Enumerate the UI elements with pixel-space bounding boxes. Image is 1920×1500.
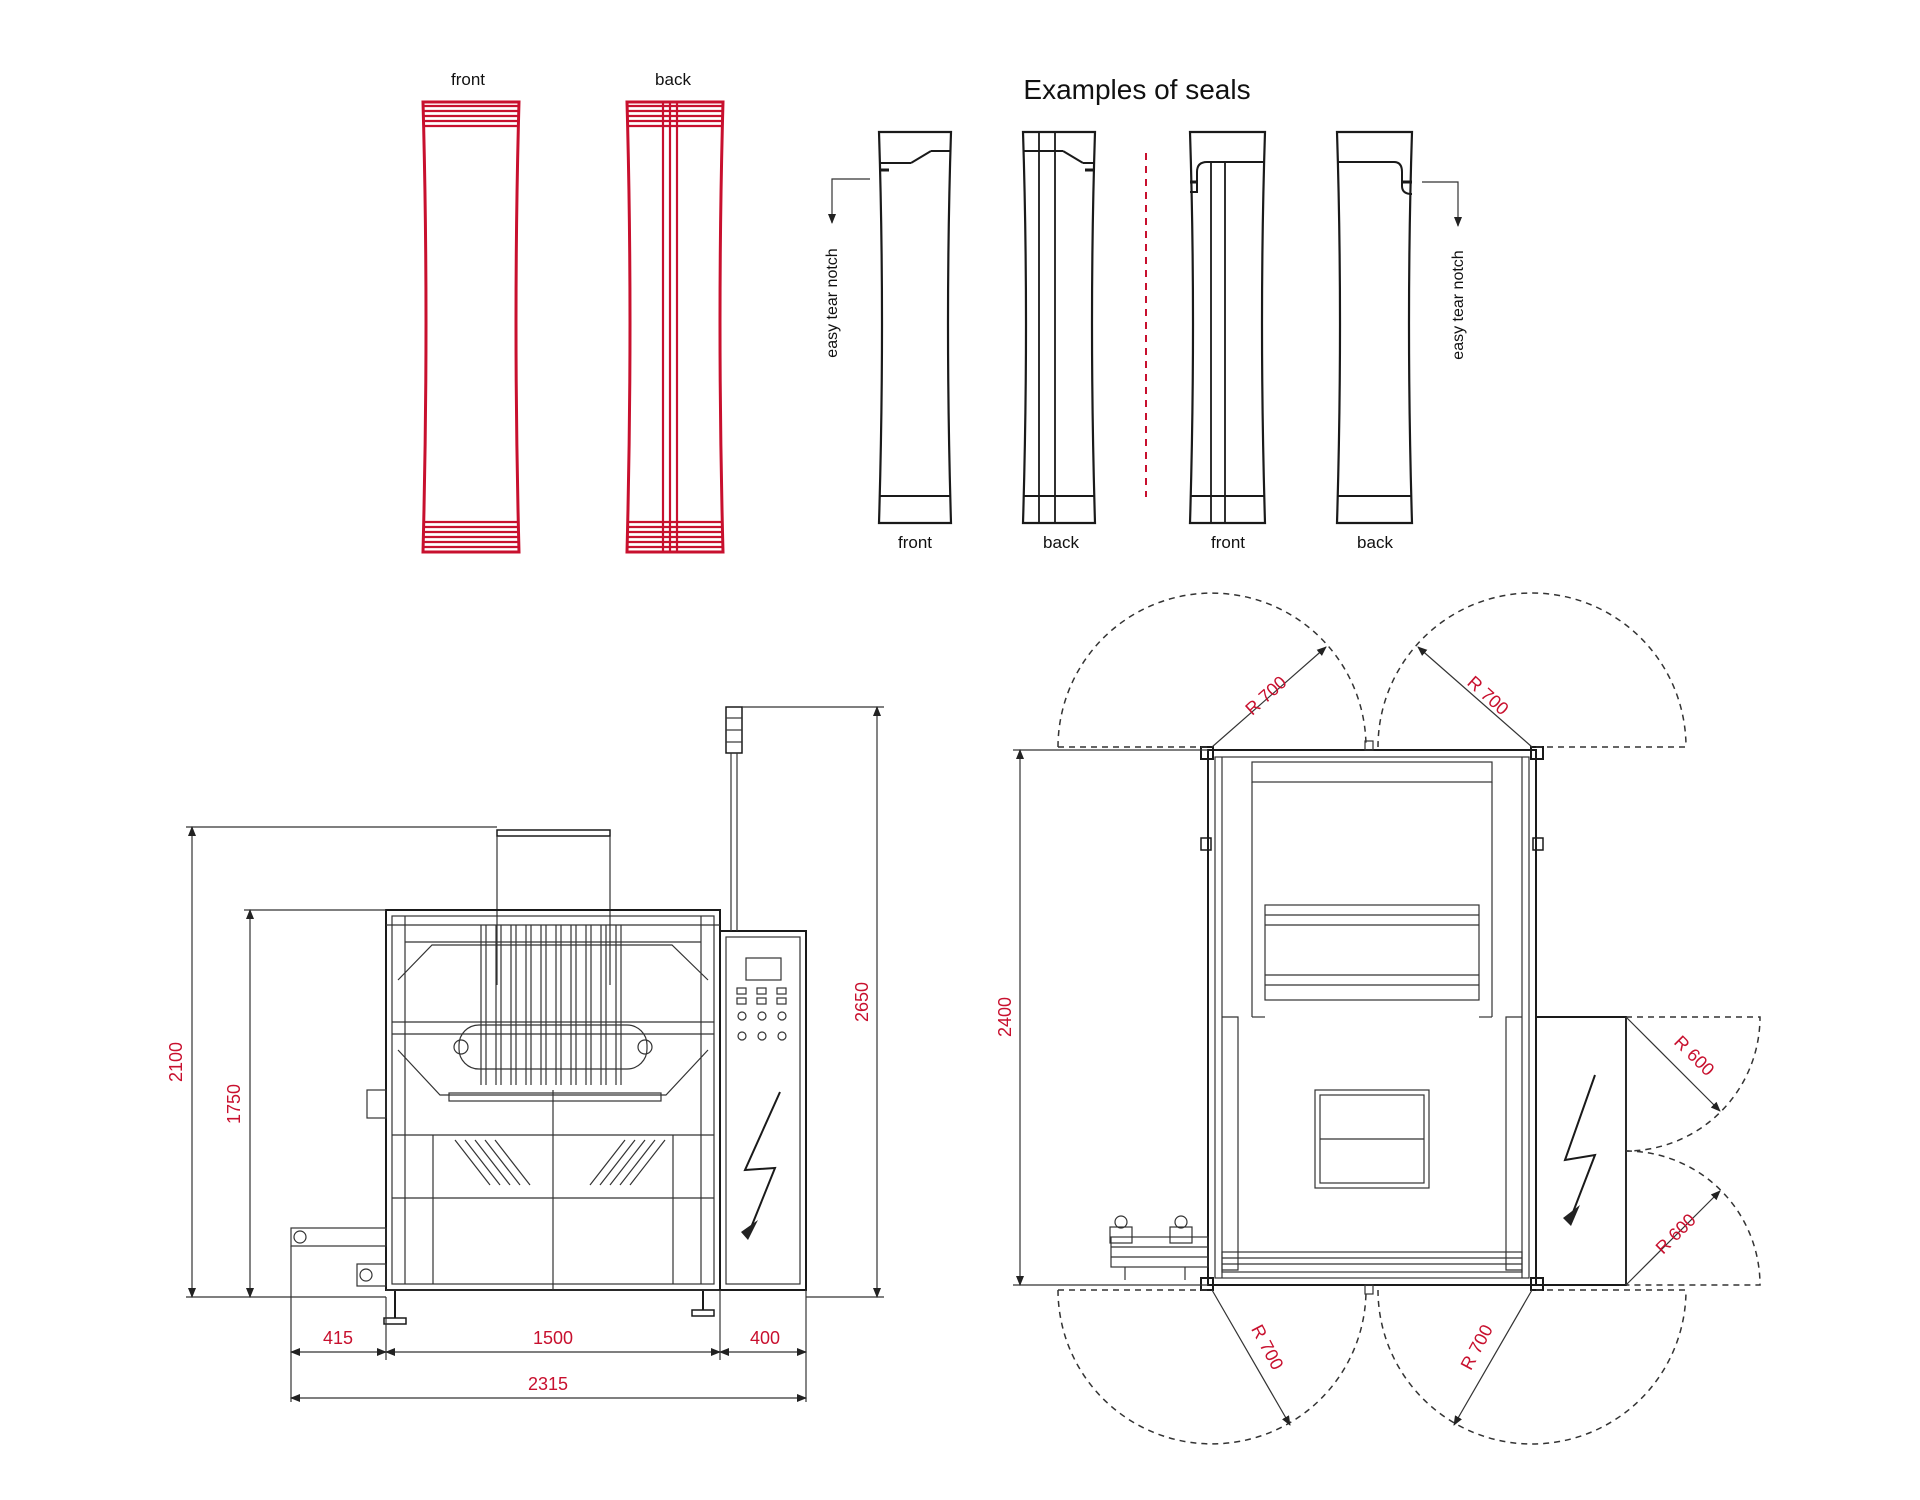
plan-view-machine xyxy=(1109,740,1627,1295)
dosing-tubes xyxy=(480,925,622,1085)
dim-400: 400 xyxy=(750,1328,780,1348)
notch-right-label: easy tear notch xyxy=(1450,250,1467,359)
dim-1750: 1750 xyxy=(224,1084,244,1124)
seal-example-2: back xyxy=(1021,130,1097,552)
notch-left-label: easy tear notch xyxy=(824,248,841,357)
dim-r700-bl: R 700 xyxy=(1247,1321,1287,1373)
dim-2400: 2400 xyxy=(995,997,1015,1037)
control-buttons xyxy=(736,987,787,1041)
ex1-label: front xyxy=(898,533,932,552)
red-front-bottom-seal xyxy=(423,520,519,549)
red-front-label: front xyxy=(451,70,485,89)
cutting-hatch xyxy=(454,1139,666,1186)
dim-2100: 2100 xyxy=(166,1042,186,1082)
dim-r700-br: R 700 xyxy=(1457,1321,1497,1373)
plan-clearance-arcs xyxy=(1057,592,1761,1445)
red-back-label: back xyxy=(655,70,691,89)
seal-example-3: front xyxy=(1188,130,1267,552)
dim-1500: 1500 xyxy=(533,1328,573,1348)
front-view-dimensions: 2100 1750 2650 415 1500 400 2315 xyxy=(166,706,884,1402)
dim-r600-bot: R 600 xyxy=(1652,1210,1700,1258)
front-view-machine xyxy=(290,706,807,1325)
examples-title: Examples of seals xyxy=(1023,74,1250,105)
plan-view-dimensions: 2400 R 700 R 700 R 700 R 700 R 600 R 600 xyxy=(995,646,1721,1426)
dim-2315: 2315 xyxy=(528,1374,568,1394)
red-back-top-seal xyxy=(627,104,723,128)
dim-415: 415 xyxy=(323,1328,353,1348)
dim-2650: 2650 xyxy=(852,982,872,1022)
electric-hazard-icon xyxy=(743,1091,781,1236)
seal-example-1: front xyxy=(877,130,953,552)
notch-callout-left: easy tear notch xyxy=(824,178,870,358)
seal-example-4: back xyxy=(1335,130,1414,552)
ex4-label: back xyxy=(1357,533,1393,552)
red-stick-back: back xyxy=(625,70,725,554)
dim-r700-tr: R 700 xyxy=(1463,672,1512,719)
ex3-label: front xyxy=(1211,533,1245,552)
plan-electric-hazard-icon xyxy=(1563,1074,1597,1221)
ex2-label: back xyxy=(1043,533,1079,552)
dim-r700-tl: R 700 xyxy=(1241,672,1290,719)
red-stick-front: front xyxy=(421,70,521,554)
red-back-bottom-seal xyxy=(627,520,723,549)
dim-r600-top: R 600 xyxy=(1670,1032,1718,1080)
red-front-top-seal xyxy=(423,104,519,128)
plan-unwind xyxy=(1109,1215,1209,1280)
notch-callout-right: easy tear notch xyxy=(1422,181,1467,360)
